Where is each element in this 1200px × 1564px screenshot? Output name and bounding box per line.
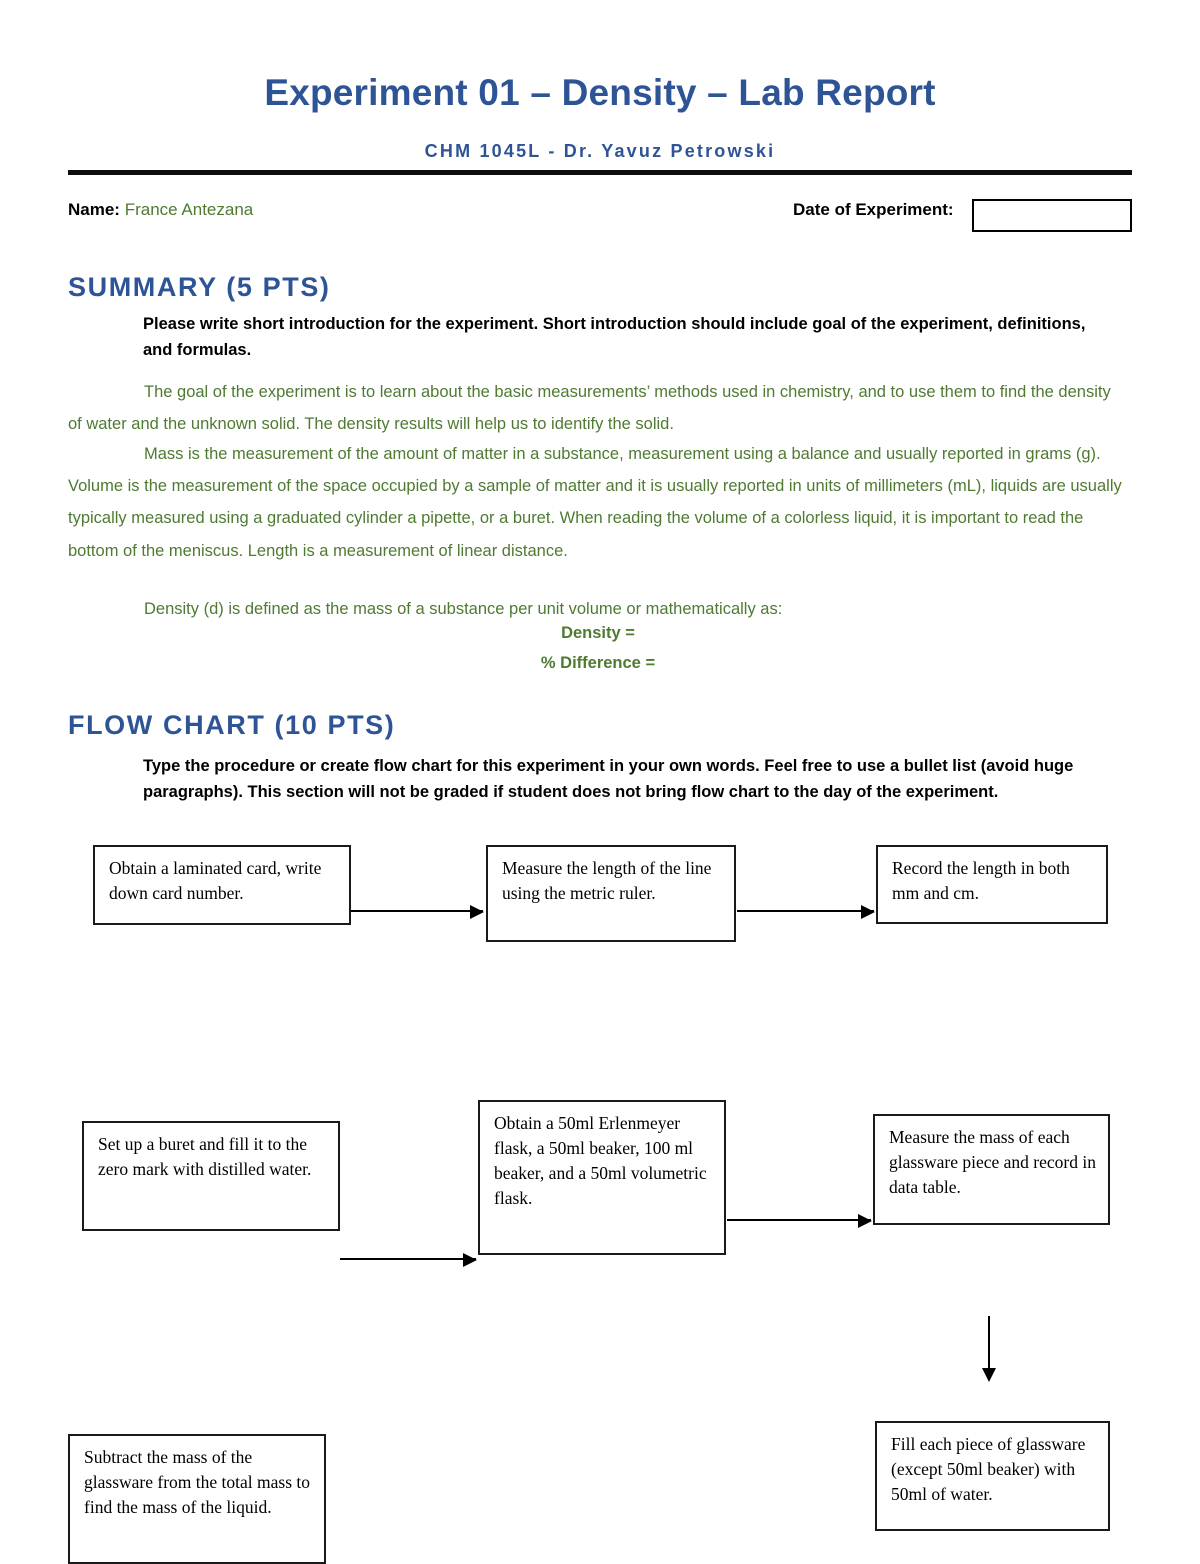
- flow-box-setup-buret: Set up a buret and fill it to the zero m…: [82, 1121, 340, 1231]
- flow-box-subtract-mass: Subtract the mass of the glassware from …: [68, 1434, 326, 1564]
- date-of-experiment-field[interactable]: [972, 199, 1132, 232]
- flow-box-obtain-glassware: Obtain a 50ml Erlenmeyer flask, a 50ml b…: [478, 1100, 726, 1255]
- arrow-right-icon: [737, 905, 875, 919]
- flow-box-fill-glassware: Fill each piece of glassware (except 50m…: [875, 1421, 1110, 1531]
- arrow-down-icon: [982, 1316, 996, 1382]
- student-name-value: France Antezana: [124, 200, 254, 219]
- summary-instruction-text: Please write short introduction for the …: [143, 315, 1086, 359]
- page-title: Experiment 01 – Density – Lab Report: [264, 72, 936, 113]
- flow-box-obtain-card: Obtain a laminated card, write down card…: [93, 845, 351, 925]
- summary-paragraph-3: Density (d) is defined as the mass of a …: [144, 600, 783, 618]
- arrow-right-icon: [340, 1253, 477, 1267]
- name-label: Name:: [68, 200, 120, 219]
- percent-difference-formula-line: % Difference =: [540, 654, 656, 672]
- date-of-experiment-label: Date of Experiment:: [793, 200, 954, 219]
- header-divider: [68, 170, 1132, 175]
- summary-section-heading: SUMMARY (5 PTS): [68, 272, 331, 302]
- summary-paragraph-1: The goal of the experiment is to learn a…: [68, 383, 1111, 434]
- arrow-right-icon: [351, 905, 484, 919]
- flow-box-measure-mass: Measure the mass of each glassware piece…: [873, 1114, 1110, 1225]
- student-name-row: Name: France Antezana: [68, 200, 253, 220]
- summary-paragraph-2: Mass is the measurement of the amount of…: [68, 445, 1122, 560]
- arrow-right-icon: [727, 1214, 872, 1228]
- flow-box-measure-length: Measure the length of the line using the…: [486, 845, 736, 942]
- flow-chart-section-heading: FLOW CHART (10 PTS): [68, 710, 396, 740]
- course-subtitle: CHM 1045L - Dr. Yavuz Petrowski: [424, 141, 776, 161]
- flow-chart-instruction-text: Type the procedure or create flow chart …: [143, 757, 1074, 801]
- flow-box-record-length: Record the length in both mm and cm.: [876, 845, 1108, 924]
- density-formula-line: Density =: [561, 624, 635, 642]
